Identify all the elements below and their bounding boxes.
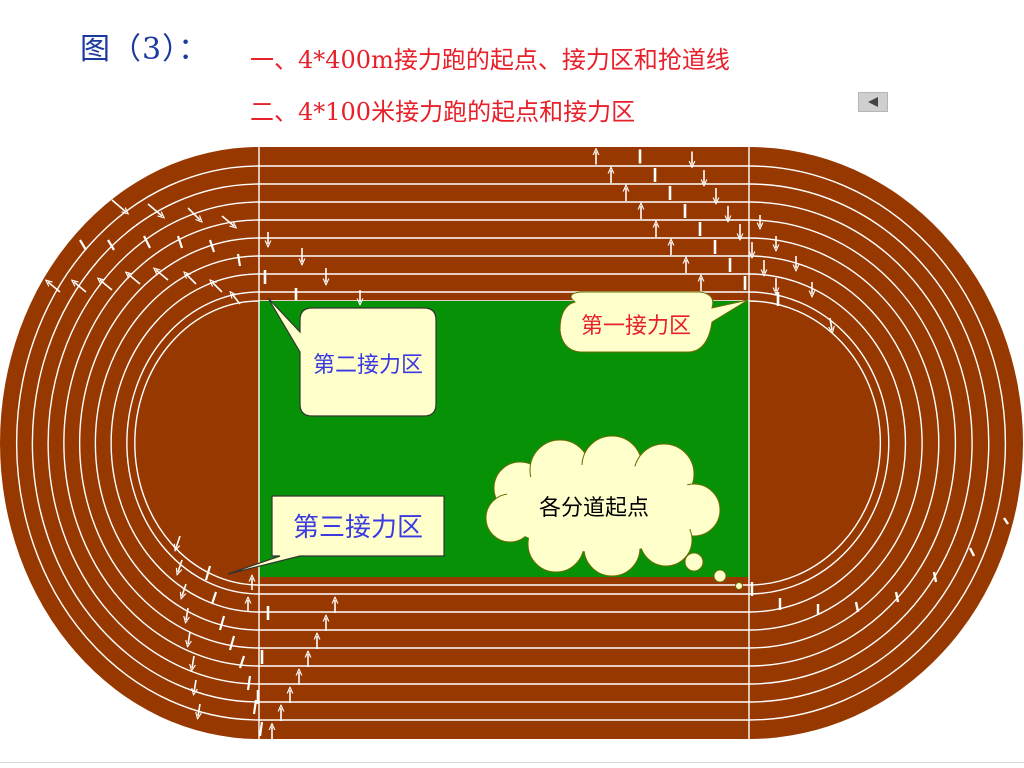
relay-arrow — [182, 583, 187, 596]
relay-arrow — [186, 607, 188, 620]
zone2-label: 第二接力区 — [313, 353, 423, 378]
callout-lane-starts: 各分道起点 — [485, 435, 743, 590]
stagger-tick — [238, 655, 246, 669]
relay-arrow — [194, 679, 196, 692]
back-button[interactable] — [858, 92, 888, 112]
relay-arrow — [100, 280, 113, 291]
stagger-tick — [246, 675, 252, 691]
stagger-tick — [107, 239, 115, 251]
stagger-tick — [218, 615, 226, 631]
relay-arrow — [176, 535, 181, 548]
relay-arrow — [178, 559, 183, 572]
relay-markers — [48, 150, 1009, 740]
slide-bottom-rule — [0, 762, 1024, 763]
callout-zone3: 第三接力区 — [227, 495, 445, 575]
stagger-tick — [252, 699, 258, 715]
relay-arrow — [221, 215, 234, 226]
stagger-tick — [176, 235, 184, 249]
relay-arrow — [188, 631, 190, 644]
relay-arrow — [74, 282, 87, 293]
relay-arrow — [187, 207, 200, 220]
relay-arrow — [147, 203, 162, 216]
stagger-tick — [210, 591, 218, 605]
stagger-tick — [204, 565, 212, 581]
stagger-tick — [1003, 517, 1009, 525]
stagger-tick — [854, 601, 860, 613]
callout-zone1: 第一接力区 — [559, 291, 749, 353]
zone3-label: 第三接力区 — [293, 513, 423, 543]
stagger-tick — [79, 239, 87, 251]
stagger-tick — [894, 591, 900, 603]
relay-arrow — [111, 199, 126, 212]
figure-label: 图（3）： — [80, 32, 210, 67]
callout-zone2: 第二接力区 — [267, 297, 437, 417]
stagger-tick — [228, 635, 236, 651]
stagger-tick — [236, 253, 242, 267]
stagger-tick — [143, 235, 151, 249]
triangle-left-icon — [868, 97, 878, 107]
relay-arrow — [48, 282, 61, 293]
relay-arrow — [156, 270, 169, 281]
relay-arrow — [830, 317, 832, 330]
relay-arrow — [198, 703, 200, 716]
relay-arrow — [212, 282, 223, 293]
stagger-tick — [258, 721, 264, 737]
stagger-tick — [208, 239, 216, 253]
relay-arrow — [192, 655, 194, 668]
relay-arrow — [232, 294, 241, 305]
heading-4x400: 一、4*400m接力跑的起点、接力区和抢道线 — [250, 46, 730, 74]
heading-4x100: 二、4*100米接力跑的起点和接力区 — [250, 98, 636, 126]
stagger-tick — [968, 547, 976, 557]
lane-starts-label: 各分道起点 — [539, 496, 649, 521]
zone1-label: 第一接力区 — [581, 314, 691, 339]
relay-arrow — [128, 274, 141, 285]
relay-arrow — [186, 274, 197, 285]
stagger-tick — [932, 571, 938, 583]
